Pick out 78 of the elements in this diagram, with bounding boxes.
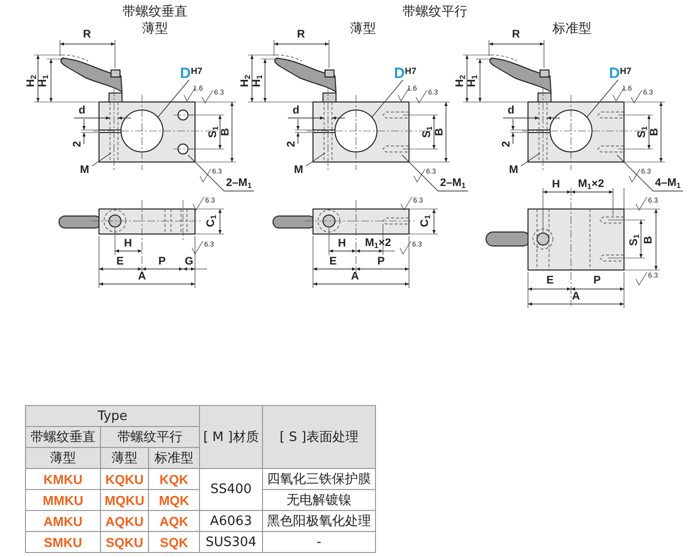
table-cell: SUS304: [200, 532, 262, 552]
table-cell: A6063: [200, 510, 262, 532]
leader-line: [372, 80, 404, 118]
leader-line: [586, 80, 618, 118]
dimension-label: E: [116, 256, 124, 268]
part-number-cell: KQKU: [100, 468, 148, 490]
part-number-cell: SQK: [148, 532, 200, 552]
dimension-label: P: [593, 276, 601, 286]
table-header-cell: [ S ]表面处理: [262, 406, 376, 468]
part-number-cell: MQK: [148, 490, 200, 510]
part-number-cell: KQK: [148, 468, 200, 490]
leader-line: [520, 152, 540, 166]
dimension-label: R: [83, 30, 91, 40]
leader-line: [306, 152, 326, 166]
thread-label: M: [509, 165, 518, 176]
dimension-label: H: [338, 238, 346, 250]
dimension-label: P: [377, 256, 385, 268]
view-title: 薄型: [350, 22, 376, 36]
part-number-cell: AQK: [148, 510, 200, 532]
dimension-label: H: [124, 238, 132, 250]
thread-label: M: [80, 165, 90, 176]
part-number-cell: MQKU: [100, 490, 148, 510]
dimension-label: A: [138, 272, 146, 282]
dimension-label: E: [546, 276, 554, 286]
dimension-label: 2: [502, 140, 512, 148]
leader-line: [616, 154, 684, 192]
dimension-label: P: [158, 256, 166, 268]
view-title: 标准型: [552, 22, 592, 36]
part-number-cell: AQKU: [100, 510, 148, 532]
table-header-cell: 带螺纹垂直: [26, 426, 100, 448]
part-number-cell: MMKU: [26, 490, 100, 510]
bore-label: D$^{H7}$: [180, 66, 202, 81]
thread-label: 2–M$_{1}$: [440, 178, 466, 190]
part-number-cell: AMKU: [26, 510, 100, 532]
dimension-label: B: [434, 128, 446, 136]
bore-label: D$^{H7}$: [609, 66, 632, 81]
table-header-cell: 标准型: [148, 448, 200, 468]
thread-label: 4–M$_{1}$: [655, 178, 681, 190]
thread-label: M: [294, 165, 304, 176]
dimension-label: M$_{1}$×2: [365, 238, 391, 250]
table-header-cell: 薄型: [100, 448, 148, 468]
table-cell: SS400: [200, 468, 262, 510]
table-cell: -: [262, 532, 376, 552]
leader-line: [158, 80, 190, 118]
dimension-label: G: [184, 256, 194, 268]
leader-line: [402, 154, 468, 192]
table-cell: 黑色阳极氧化处理: [262, 510, 376, 532]
table-cell: 无电解镀镍: [262, 490, 376, 510]
table-header-cell: 带螺纹平行: [100, 426, 200, 448]
table-header-cell: Type: [26, 406, 200, 426]
dimension-label: d: [78, 106, 86, 116]
dimension-label: R: [512, 30, 520, 40]
dimension-label: B: [644, 236, 654, 244]
dimension-label: B: [220, 128, 232, 136]
leader-line: [92, 152, 112, 166]
dimension-label: d: [508, 106, 514, 116]
table-header-cell: 薄型: [26, 448, 100, 468]
table-cell: 四氧化三铁保护膜: [262, 468, 376, 490]
dimension-label: B: [650, 128, 660, 136]
view-title: 带螺纹垂直: [122, 6, 188, 18]
dimension-label: A: [351, 272, 359, 282]
dimension-label: E: [329, 256, 337, 268]
dimension-label: 2: [72, 140, 84, 148]
dimension-label: A: [572, 292, 580, 302]
view-title: 带螺纹平行: [402, 6, 468, 18]
dimension-label: R: [297, 30, 305, 40]
dimension-label: 2: [286, 140, 298, 148]
part-number-cell: KMKU: [26, 468, 100, 490]
view-title: 薄型: [142, 22, 168, 36]
part-number-cell: SQKU: [100, 532, 148, 552]
bore-label: D$^{H7}$: [394, 66, 416, 81]
dimension-label: M$_{1}$×2: [578, 179, 604, 191]
dimension-label: H: [552, 180, 560, 190]
part-number-cell: SMKU: [26, 532, 100, 552]
leader-line: [188, 154, 254, 192]
thread-label: 2–M$_{1}$: [226, 178, 252, 190]
dimension-label: d: [292, 106, 300, 116]
table-header-cell: [ M ]材质: [200, 406, 262, 468]
